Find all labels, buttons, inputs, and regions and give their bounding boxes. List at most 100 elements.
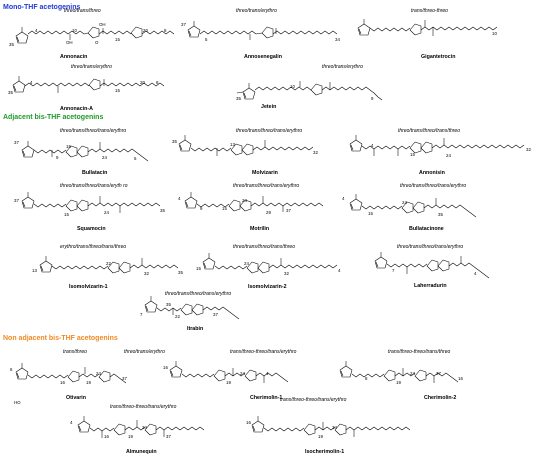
locant-number: 4 [338,268,341,273]
locant-number: 24 [142,425,147,430]
config-label-isomolvizarin-2: threo/trans/threo/trans/threo [233,244,295,250]
locant-number: 32 [144,271,149,276]
config-label-cherimolin-1: threo/trans/erythro [124,349,165,355]
section-title-mono-thf: Mono-THF acetogenins [3,4,81,11]
structure-isomolvizarin-1 [39,255,179,274]
locant-number: 16 [458,376,463,381]
compound-name-bullatacin: Bullatacin [82,170,108,176]
locant-number: 19 [226,380,231,385]
locant-number: 19 [128,434,133,439]
atom-label-o: O [95,40,99,45]
locant-number: 24 [446,153,451,158]
locant-number: 37 [213,312,218,317]
compound-name-annonacin: Annonacin [60,54,88,60]
structure-jetein [236,81,383,101]
structure-isomolvizarin-2 [202,252,338,274]
config-label-extra: trans/threo-threo/trans/erythro [280,397,347,403]
structure-squamocin [21,191,161,213]
locant-number: 35 [236,96,241,101]
locant-number: 13 [32,268,37,273]
locant-number: 4 [371,143,374,148]
locant-number: 35 [172,139,177,144]
atom-label-ho: HO [14,400,21,405]
structure-molvizarin [178,134,314,156]
structure-otivarin [15,362,127,384]
locant-number: 15 [115,88,120,93]
locant-number: 20 [140,80,145,85]
locant-number: 19 [86,380,91,385]
compound-name-itrabin: Itrabin [187,326,204,332]
locant-number: 15 [115,37,120,42]
compound-name-almunequin: Almunequin [126,449,157,455]
structure-itrabin [144,295,240,320]
locant-number: 35 [178,270,183,275]
locant-number: 15 [66,144,71,149]
locant-number: 15 [410,152,415,157]
config-label-bullatacinone: threo/trans/threo/trans/erythro [400,183,467,189]
locant-number: 8 [365,376,368,381]
locant-number: 15 [222,206,227,211]
compound-name-isocherimolin-1: Isocherimolin-1 [305,449,345,455]
locant-number: 35 [166,302,171,307]
locant-number: 32 [284,271,289,276]
locant-number: 6 [10,367,13,372]
section-title-adjacent-bis-thf: Adjacent bis-THF acetogenins [3,114,104,121]
locant-number: 7 [392,268,395,273]
config-label-annonacin: threo/trans/threo [64,8,101,14]
config-label-gigantetrocin: trans/threo-threo [411,8,448,14]
locant-number: 35 [160,208,165,213]
locant-number: 4 [35,28,38,33]
config-label-annosenegalin: threo/trans/erythro [236,8,277,14]
locant-number: 4 [178,196,181,201]
structure-cherimolin-2 [339,360,459,383]
config-label-itrabin: threo/trans/threo/trans/erythro [165,291,232,297]
locant-number: 15 [64,212,69,217]
compound-name-bullatacinone: Bullatacinone [409,226,444,232]
structure-annonisin [349,134,525,156]
structure-almunequin [77,415,205,438]
atom-label-oh: OH [99,22,106,27]
locant-number: 24 [96,371,101,376]
locant-number: 4 [30,80,33,85]
locant-number: 7 [140,312,143,317]
compound-name-molvizarin: Molvizarin [252,170,278,176]
structure-bullatacin [21,140,149,162]
locant-number: 8 [156,80,159,85]
compound-name-isomolvizarin-1: Isomolvizarin-1 [69,284,108,290]
structure-annonacin [15,26,175,44]
locant-number: 4 [266,371,269,376]
locant-number: 10 [290,84,295,89]
structure-bullatacinone [349,193,477,218]
locant-number: 10 [72,28,77,33]
compound-name-motrilin: Motrilin [250,226,270,232]
config-label-bullatacin: threo/trans/threo/trans/erythro [60,128,127,134]
locant-number: 22 [106,261,111,266]
locant-number: 16 [60,380,65,385]
locant-number: 9 [371,96,374,101]
locant-number: 35 [8,90,13,95]
compound-name-laherradurin: Laherradurin [414,283,447,289]
locant-number: 19 [396,380,401,385]
config-label-squamocin: threo/trans/threo/trans/eryth ro [60,183,128,189]
compound-name-gigantetrocin: Gigantetrocin [421,54,456,60]
locant-number: 37 [286,208,291,213]
locant-number: 24 [102,155,107,160]
locant-number: 34 [335,37,340,42]
config-label-motrilin: threo/trans/threo/trans/erythro [233,183,300,189]
structure-motrilin [184,191,324,212]
locant-number: 10 [492,31,497,36]
locant-number: 16 [246,420,251,425]
locant-number: 37 [14,140,19,145]
compound-name-jetein: Jetein [261,104,277,110]
locant-number: 24 [240,371,245,376]
locant-number: 24 [242,198,247,203]
atom-label-oh: OH [66,40,73,45]
config-label-annonisin: threo/trans/threo/trans/threo [398,128,460,134]
locant-number: 37 [14,198,19,203]
locant-number: 29 [266,210,271,215]
locant-number: 4 [474,271,477,276]
locant-number: 4 [342,196,345,201]
structure-isocherimolin-1 [251,415,411,437]
locant-number: 13 [230,142,235,147]
locant-number: 16 [104,434,109,439]
